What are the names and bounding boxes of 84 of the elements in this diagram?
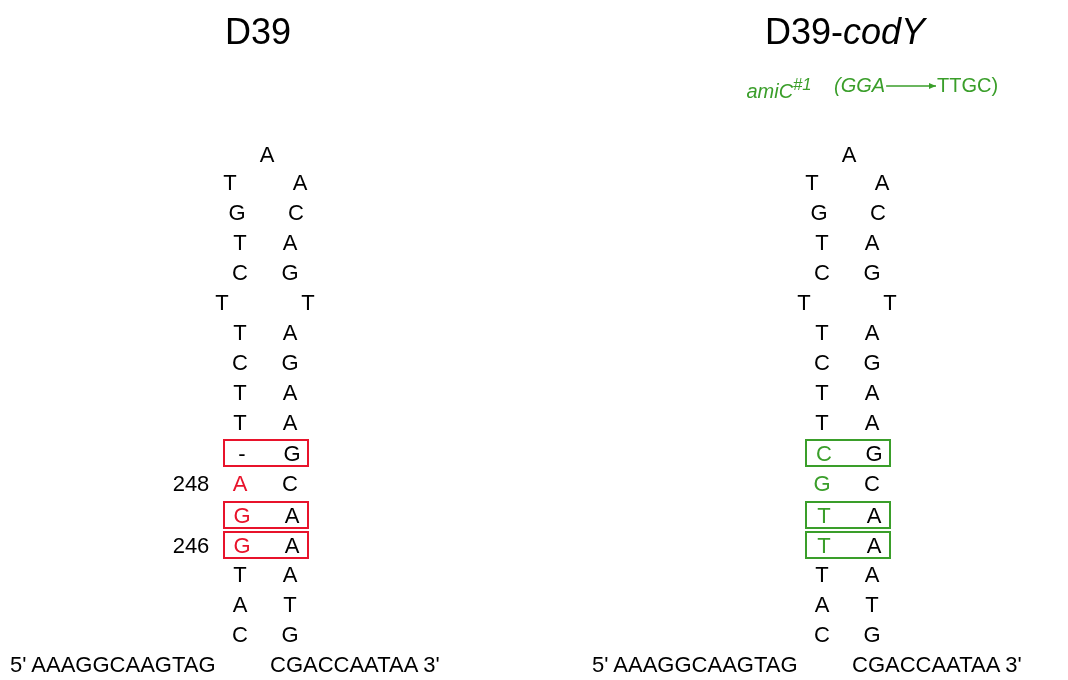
base-letter: T — [233, 230, 247, 256]
base-letter: G — [810, 200, 828, 226]
base-letter: A — [259, 142, 275, 168]
base-letter: C — [282, 471, 298, 497]
base-letter: A — [874, 170, 890, 196]
base-pair-box — [223, 439, 309, 467]
strain-title: D39-codY — [764, 11, 926, 53]
base-letter: A — [866, 503, 882, 529]
base-letter: A — [282, 380, 298, 406]
base-letter: A — [292, 170, 308, 196]
base-letter: G — [228, 200, 246, 226]
mutation-text: TTGC) — [937, 72, 999, 98]
base-pair-box — [223, 531, 309, 559]
base-letter: T — [815, 380, 829, 406]
sequence-text: CGACCAATAA 3' — [852, 652, 1022, 678]
base-letter: C — [814, 260, 830, 286]
sequence-text: 5' AAAGGCAAGTAG — [10, 652, 216, 678]
gene-label: amiC$^{#1}$ — [746, 74, 812, 104]
base-letter: T — [233, 380, 247, 406]
base-letter: T — [233, 320, 247, 346]
base-letter: C — [864, 471, 880, 497]
base-pair-box — [805, 531, 891, 559]
base-letter: T — [815, 562, 829, 588]
base-letter: C — [232, 622, 248, 648]
base-letter: C — [816, 441, 832, 467]
base-pair-box — [805, 501, 891, 529]
base-letter: T — [865, 592, 879, 618]
base-pair-box — [223, 501, 309, 529]
base-letter: A — [282, 410, 298, 436]
base-letter: A — [864, 230, 880, 256]
position-number: 248 — [172, 471, 210, 497]
base-letter: T — [883, 290, 897, 316]
base-letter: T — [797, 290, 811, 316]
base-letter: T — [817, 533, 831, 559]
base-letter: A — [864, 410, 880, 436]
base-letter: G — [281, 260, 299, 286]
base-letter: C — [232, 260, 248, 286]
base-letter: T — [805, 170, 819, 196]
base-letter: A — [864, 562, 880, 588]
base-letter: T — [301, 290, 315, 316]
base-letter: G — [813, 471, 831, 497]
base-letter: C — [814, 350, 830, 376]
base-letter: T — [223, 170, 237, 196]
mutation-text: (GGA — [834, 72, 886, 98]
base-letter: A — [814, 592, 830, 618]
base-letter: A — [232, 471, 248, 497]
base-letter: T — [815, 230, 829, 256]
base-letter: A — [232, 592, 248, 618]
base-letter: T — [283, 592, 297, 618]
base-pair-box — [805, 439, 891, 467]
base-letter: T — [215, 290, 229, 316]
base-letter: A — [284, 503, 300, 529]
sequence-text: CGACCAATAA 3' — [270, 652, 440, 678]
base-letter: G — [865, 441, 883, 467]
sequence-text: 5' AAAGGCAAGTAG — [592, 652, 798, 678]
base-letter: C — [288, 200, 304, 226]
base-letter: T — [817, 503, 831, 529]
arrow — [885, 83, 937, 89]
base-letter: G — [233, 503, 251, 529]
base-letter: G — [281, 350, 299, 376]
base-letter: T — [233, 410, 247, 436]
position-number: 246 — [172, 533, 210, 559]
base-letter: - — [238, 441, 246, 467]
base-letter: A — [284, 533, 300, 559]
base-letter: G — [283, 441, 301, 467]
base-letter: G — [863, 622, 881, 648]
base-letter: A — [282, 230, 298, 256]
base-letter: T — [233, 562, 247, 588]
base-letter: C — [870, 200, 886, 226]
base-letter: A — [866, 533, 882, 559]
base-letter: A — [282, 562, 298, 588]
base-letter: G — [863, 260, 881, 286]
base-letter: A — [841, 142, 857, 168]
strain-title: D39 — [225, 11, 291, 53]
base-letter: T — [815, 410, 829, 436]
base-letter: T — [815, 320, 829, 346]
base-letter: C — [232, 350, 248, 376]
base-letter: G — [233, 533, 251, 559]
base-letter: A — [864, 380, 880, 406]
base-letter: G — [281, 622, 299, 648]
base-letter: C — [814, 622, 830, 648]
base-letter: A — [282, 320, 298, 346]
base-letter: A — [864, 320, 880, 346]
base-letter: G — [863, 350, 881, 376]
